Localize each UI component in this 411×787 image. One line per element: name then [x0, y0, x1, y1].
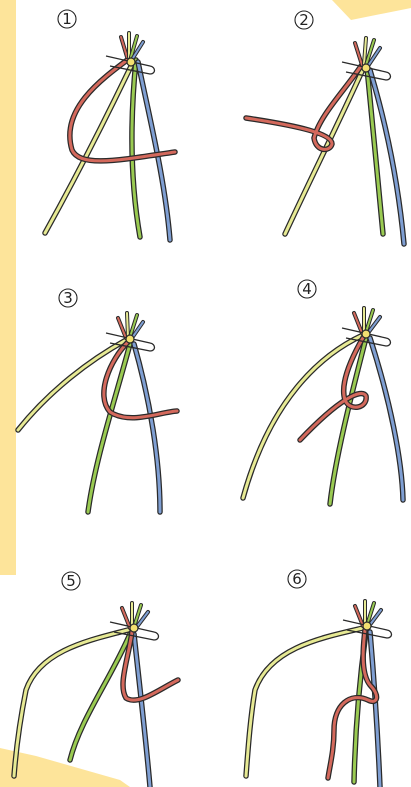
step-6-strands: [246, 628, 380, 787]
step-5-panel: 5: [14, 572, 178, 787]
step-1-strands: [45, 58, 175, 240]
step-1-number: 1: [62, 10, 72, 28]
step-6-panel: 6: [246, 570, 392, 787]
step-2-panel: 2: [246, 11, 404, 244]
yellow-paper-left: [0, 0, 16, 575]
yellow-paper-top-right: [332, 0, 411, 20]
step-4-panel: 4: [243, 280, 403, 504]
step-1-tassel: [121, 33, 143, 58]
step-2-tassel: [355, 38, 380, 66]
step-4-tassel: [354, 308, 380, 333]
step-3-number: 3: [63, 289, 73, 307]
step-4-number: 4: [302, 280, 312, 298]
step-5-number: 5: [66, 572, 76, 590]
step-6-number: 6: [292, 570, 302, 588]
yellow-paper-bottom: [0, 748, 130, 787]
step-3-strands: [18, 340, 177, 512]
step-4-strands: [243, 335, 403, 504]
step-3-tassel: [118, 313, 143, 338]
step-2-number: 2: [299, 11, 309, 29]
step-2-strands: [246, 66, 404, 244]
step-1-panel: 1: [45, 10, 175, 240]
step-3-panel: 3: [18, 289, 177, 512]
